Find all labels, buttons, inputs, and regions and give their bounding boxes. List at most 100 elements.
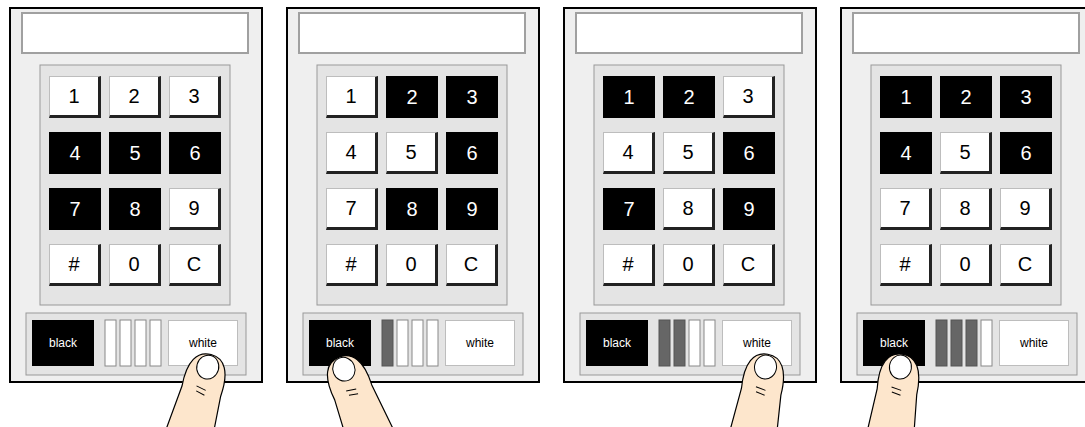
key-label: # xyxy=(899,253,910,276)
key-label: C xyxy=(1018,253,1032,276)
key-label: 7 xyxy=(623,198,634,221)
black-key: 7 xyxy=(603,188,655,230)
key-label: 1 xyxy=(900,86,911,109)
white-key: 5 xyxy=(663,132,715,174)
key-label: 8 xyxy=(129,198,140,221)
white-key: 8 xyxy=(940,188,992,230)
key-label: 1 xyxy=(68,85,79,108)
white-key: C xyxy=(1000,244,1052,286)
black-key: 1 xyxy=(603,76,655,118)
black-key: 3 xyxy=(446,76,498,118)
black-key: 2 xyxy=(663,76,715,118)
black-key: 9 xyxy=(723,188,775,230)
key-label: 8 xyxy=(682,197,693,220)
black-key: 7 xyxy=(49,188,101,230)
white-key: 9 xyxy=(169,188,221,230)
key-label: black xyxy=(880,336,908,350)
key-label: black xyxy=(603,336,631,350)
key-label: white xyxy=(743,336,771,350)
white-button: white xyxy=(445,320,515,366)
white-key: # xyxy=(326,244,378,286)
black-key: 6 xyxy=(446,132,498,174)
black-key: 3 xyxy=(1000,76,1052,118)
black-button: black xyxy=(32,320,94,366)
white-key: 7 xyxy=(326,188,378,230)
black-key: 2 xyxy=(386,76,438,118)
white-key: C xyxy=(169,244,221,286)
key-label: 0 xyxy=(959,253,970,276)
key-label: black xyxy=(326,336,354,350)
black-button: black xyxy=(586,320,648,366)
key-label: 6 xyxy=(1020,142,1031,165)
key-label: 4 xyxy=(69,142,80,165)
key-label: # xyxy=(345,253,356,276)
white-key: 8 xyxy=(663,188,715,230)
black-key: 6 xyxy=(1000,132,1052,174)
black-key: 2 xyxy=(940,76,992,118)
key-label: 4 xyxy=(345,141,356,164)
key-label: 2 xyxy=(683,86,694,109)
key-label: 5 xyxy=(405,141,416,164)
white-key: 1 xyxy=(326,76,378,118)
key-label: 2 xyxy=(960,86,971,109)
white-key: 0 xyxy=(109,244,161,286)
key-label: 9 xyxy=(466,198,477,221)
white-key: 9 xyxy=(1000,188,1052,230)
key-label: C xyxy=(741,253,755,276)
white-button: white xyxy=(722,320,792,366)
pressing-finger xyxy=(151,347,236,427)
white-key: 1 xyxy=(49,76,101,118)
key-label: 1 xyxy=(623,86,634,109)
pressing-finger xyxy=(313,347,410,427)
white-button: white xyxy=(168,320,238,366)
pressing-finger xyxy=(718,349,793,427)
pressing-finger xyxy=(857,350,928,427)
key-label: 4 xyxy=(900,142,911,165)
white-key: # xyxy=(603,244,655,286)
white-key: 3 xyxy=(169,76,221,118)
key-label: 2 xyxy=(128,85,139,108)
key-label: 0 xyxy=(128,253,139,276)
key-label: white xyxy=(189,336,217,350)
black-button: black xyxy=(863,320,925,366)
white-key: 4 xyxy=(326,132,378,174)
key-label: 6 xyxy=(466,142,477,165)
white-key: 2 xyxy=(109,76,161,118)
key-label: # xyxy=(68,253,79,276)
white-key: 0 xyxy=(663,244,715,286)
black-key: 6 xyxy=(169,132,221,174)
key-label: 2 xyxy=(406,86,417,109)
key-label: 7 xyxy=(69,198,80,221)
key-label: 3 xyxy=(1020,86,1031,109)
key-label: 6 xyxy=(189,142,200,165)
key-label: 4 xyxy=(622,141,633,164)
white-key: 0 xyxy=(386,244,438,286)
key-label: 0 xyxy=(682,253,693,276)
key-label: 6 xyxy=(743,142,754,165)
device-panel xyxy=(564,8,816,382)
device-panel xyxy=(841,8,1085,382)
key-label: C xyxy=(187,253,201,276)
device-panel xyxy=(10,8,262,382)
black-key: 9 xyxy=(446,188,498,230)
key-label: 9 xyxy=(188,197,199,220)
key-label: black xyxy=(49,336,77,350)
black-key: 8 xyxy=(386,188,438,230)
black-key: 8 xyxy=(109,188,161,230)
black-key: 5 xyxy=(109,132,161,174)
key-label: 1 xyxy=(345,85,356,108)
white-key: # xyxy=(880,244,932,286)
key-label: 8 xyxy=(406,198,417,221)
white-key: 0 xyxy=(940,244,992,286)
key-label: white xyxy=(1020,336,1048,350)
white-key: # xyxy=(49,244,101,286)
black-key: 4 xyxy=(49,132,101,174)
key-label: 5 xyxy=(129,142,140,165)
key-label: 0 xyxy=(405,253,416,276)
white-key: 5 xyxy=(940,132,992,174)
key-label: 5 xyxy=(959,141,970,164)
key-label: # xyxy=(622,253,633,276)
key-label: 9 xyxy=(743,198,754,221)
